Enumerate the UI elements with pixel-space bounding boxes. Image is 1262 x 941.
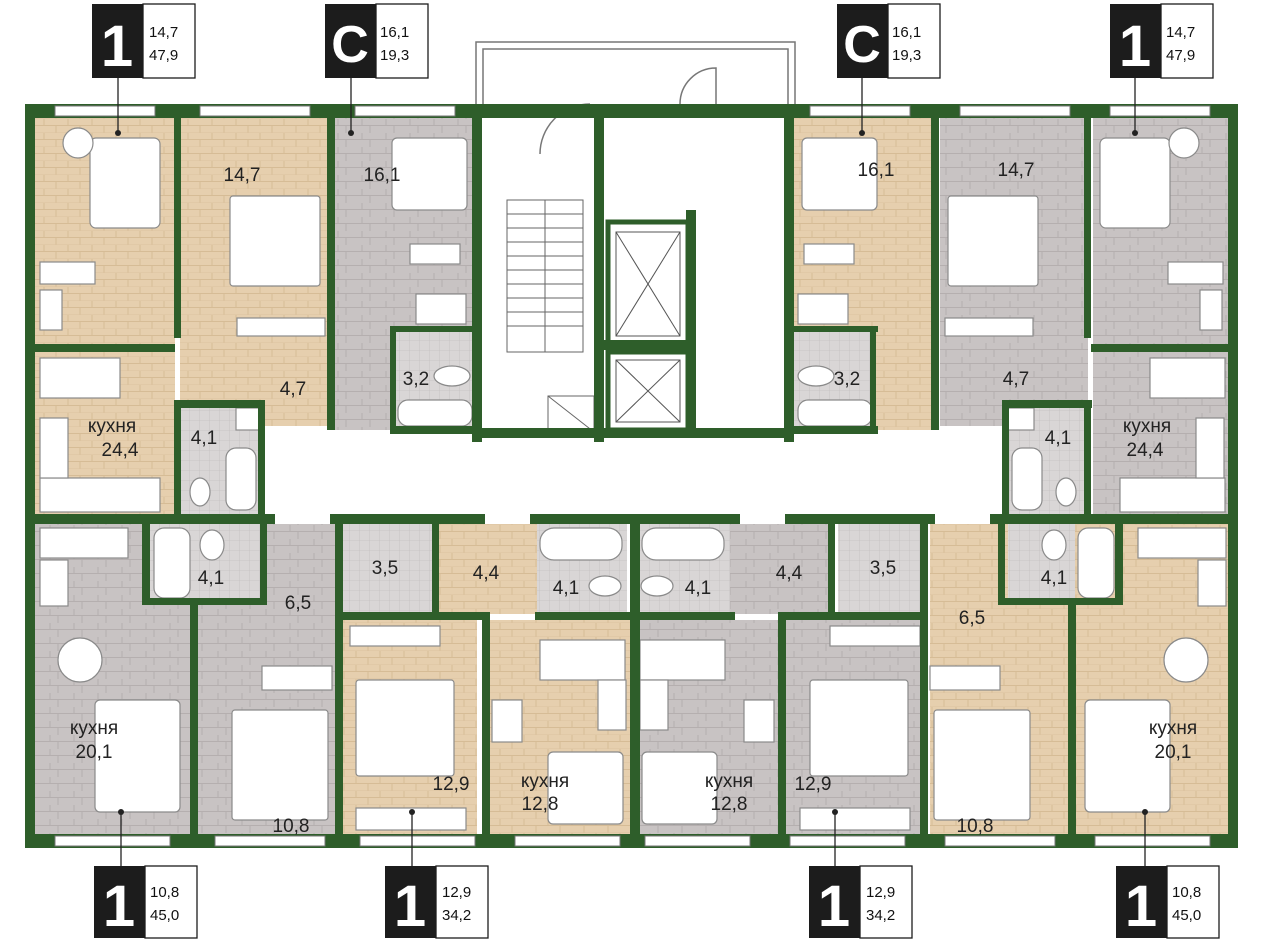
room-area: 4,1 — [553, 578, 579, 599]
badge-living-area: 12,9 — [442, 884, 471, 901]
badge-5: 1 10,8 45,0 — [94, 865, 198, 939]
badge-total-area: 34,2 — [442, 907, 471, 924]
badge-total-area: 45,0 — [1172, 907, 1201, 924]
badge-total-area: 47,9 — [1166, 47, 1195, 64]
badge-total-area: 47,9 — [149, 47, 178, 64]
badge-type: С — [843, 16, 881, 74]
badge-total-area: 45,0 — [150, 907, 179, 924]
leader-lines — [117, 75, 1146, 868]
room-area: 12,9 — [795, 774, 832, 795]
room-area: 24,4 — [102, 440, 139, 461]
room-label: кухня — [70, 718, 118, 739]
room-area: 4,7 — [1003, 369, 1029, 390]
staircase — [506, 199, 595, 433]
badge-3: С 16,1 19,3 — [837, 3, 941, 79]
room-area: 4,4 — [776, 563, 803, 584]
badge-living-area: 12,9 — [866, 884, 895, 901]
room-area: 3,2 — [834, 369, 860, 390]
room-area: 12,9 — [433, 774, 470, 795]
room-area: 4,7 — [280, 379, 306, 400]
badge-8: 1 10,8 45,0 — [1116, 865, 1220, 939]
room-area: 12,8 — [711, 794, 748, 815]
room-area: 4,1 — [685, 578, 711, 599]
badge-1: 1 14,7 47,9 — [92, 3, 196, 79]
badge-living-area: 14,7 — [1166, 24, 1195, 41]
badge-living-area: 14,7 — [149, 24, 178, 41]
room-area: 10,8 — [957, 816, 994, 837]
room-area: 4,1 — [191, 428, 217, 449]
badge-living-area: 16,1 — [380, 24, 409, 41]
badge-type: 1 — [103, 874, 135, 939]
room-area: 14,7 — [998, 160, 1035, 181]
badge-2: С 16,1 19,3 — [325, 3, 429, 79]
walls — [25, 104, 1238, 848]
room-area: 24,4 — [1127, 440, 1164, 461]
room-label: кухня — [705, 771, 753, 792]
room-area: 3,2 — [403, 369, 429, 390]
room-label: кухня — [1123, 416, 1171, 437]
room-area: 3,5 — [372, 558, 398, 579]
room-labels: 14,7 16,1 16,1 14,7 4,7 3,2 3,2 4,7 кухн… — [70, 160, 1197, 837]
badge-type: 1 — [394, 874, 426, 939]
room-label: кухня — [88, 416, 136, 437]
room-area: 16,1 — [364, 165, 401, 186]
badge-4: 1 14,7 47,9 — [1110, 3, 1214, 79]
badge-type: 1 — [1119, 14, 1151, 79]
room-area: 10,8 — [273, 816, 310, 837]
room-area: 4,1 — [198, 568, 224, 589]
room-area: 4,4 — [473, 563, 500, 584]
badge-type: 1 — [1125, 874, 1157, 939]
badge-total-area: 19,3 — [892, 47, 921, 64]
badge-living-area: 10,8 — [150, 884, 179, 901]
room-area: 20,1 — [76, 742, 113, 763]
badge-7: 1 12,9 34,2 — [809, 865, 913, 939]
room-area: 12,8 — [522, 794, 559, 815]
room-area: 16,1 — [858, 160, 895, 181]
room-area: 6,5 — [285, 593, 311, 614]
room-label: кухня — [521, 771, 569, 792]
badge-living-area: 10,8 — [1172, 884, 1201, 901]
badge-living-area: 16,1 — [892, 24, 921, 41]
windows — [54, 105, 1211, 847]
room-area: 20,1 — [1155, 742, 1192, 763]
room-area: 4,1 — [1041, 568, 1067, 589]
room-area: 3,5 — [870, 558, 896, 579]
room-area: 6,5 — [959, 608, 985, 629]
room-area: 14,7 — [224, 165, 261, 186]
room-label: кухня — [1149, 718, 1197, 739]
badge-type: С — [331, 16, 369, 74]
badge-type: 1 — [101, 14, 133, 79]
badge-type: 1 — [818, 874, 850, 939]
badge-6: 1 12,9 34,2 — [385, 865, 489, 939]
entrance-canopy — [475, 41, 796, 155]
room-area: 4,1 — [1045, 428, 1071, 449]
furniture — [39, 127, 1227, 831]
badge-total-area: 34,2 — [866, 907, 895, 924]
badge-total-area: 19,3 — [380, 47, 409, 64]
